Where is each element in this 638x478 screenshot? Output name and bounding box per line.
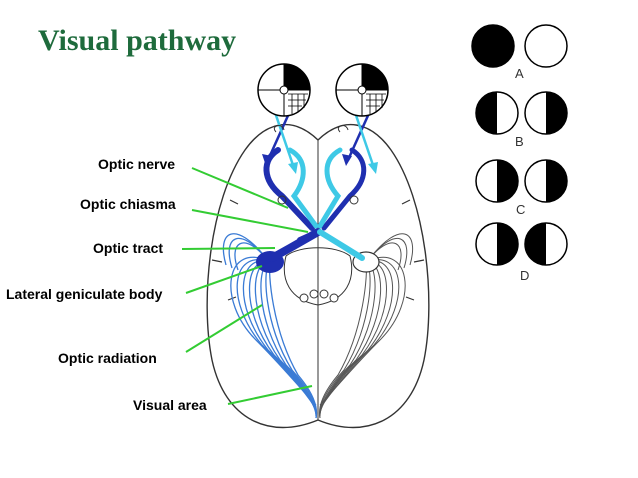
field-defect-D (475, 222, 568, 266)
field-label-A: A (515, 66, 524, 81)
label-optic-nerve: Optic nerve (98, 156, 176, 172)
field-defect-C (475, 159, 568, 203)
label-optic-radiation: Optic radiation (58, 350, 157, 366)
label-optic-tract: Optic tract (93, 240, 164, 256)
brain-outline (206, 123, 430, 429)
light-blue-pathway (287, 147, 365, 261)
field-defect-B (475, 91, 568, 135)
superior-colliculi (299, 289, 339, 303)
field-label-C: C (516, 202, 526, 217)
label-lateral-geniculate-body: Lateral geniculate body (6, 286, 163, 302)
field-label-D: D (520, 268, 530, 283)
left-eye (257, 63, 311, 117)
field-defect-A (471, 24, 568, 68)
slide-title: Visual pathway (38, 24, 237, 57)
label-visual-area: Visual area (133, 397, 207, 413)
field-label-B: B (515, 134, 524, 149)
blue-optic-radiation (222, 233, 318, 419)
label-optic-chiasma: Optic chiasma (80, 196, 176, 212)
leader-lines (181, 167, 313, 405)
right-eye (335, 63, 389, 117)
grey-optic-radiation (319, 233, 414, 419)
orbital-loops (273, 125, 359, 205)
